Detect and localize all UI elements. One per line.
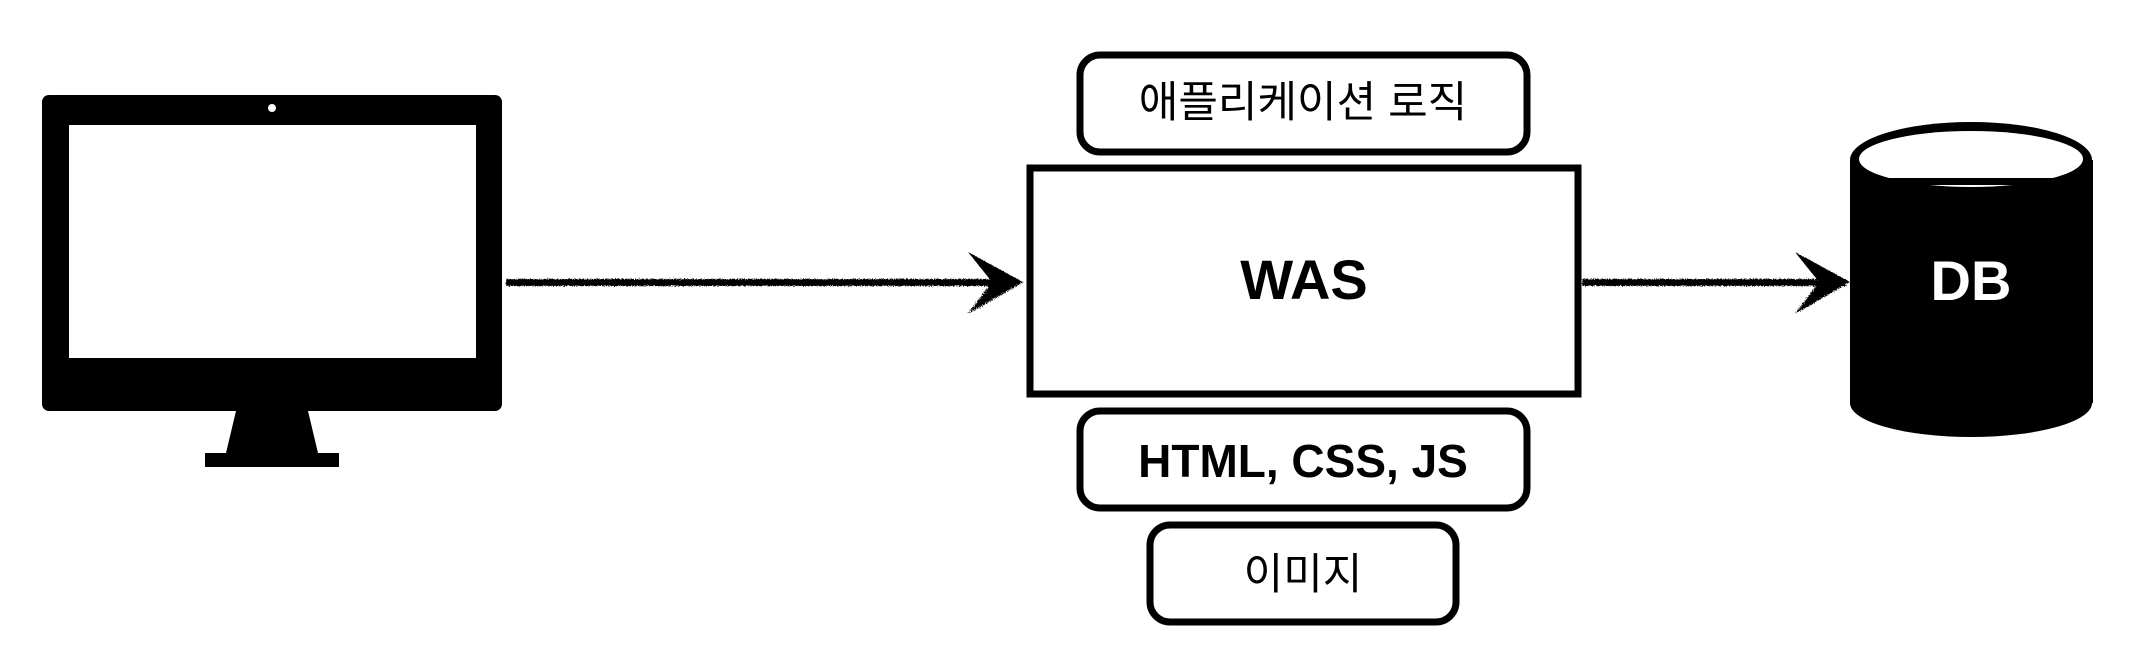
image-resources-label: 이미지 xyxy=(1244,551,1363,599)
db-top-inner xyxy=(1859,131,2083,187)
static-resources-border xyxy=(1076,407,1531,512)
was-label: WAS xyxy=(1240,248,1368,311)
database-cylinder-icon: DB xyxy=(1850,122,2093,437)
monitor-stand xyxy=(226,411,318,453)
db-label: DB xyxy=(1931,249,2012,312)
was-server-border xyxy=(1026,164,1582,398)
image-resources-border xyxy=(1146,521,1460,626)
application-logic-label: 애플리케이션 로직 xyxy=(1139,79,1467,127)
application-logic-box: 애플리케이션 로직 xyxy=(1076,51,1531,156)
static-resources-box: HTML, CSS, JS xyxy=(1076,407,1531,512)
arrow-head xyxy=(1795,252,1850,314)
client-to-was-arrow xyxy=(506,252,1023,314)
desktop-monitor-icon xyxy=(42,95,502,467)
db-rim-gap xyxy=(1850,178,2093,185)
was-server-box: WAS xyxy=(1026,164,1582,398)
monitor-base xyxy=(205,453,339,467)
application-logic-border xyxy=(1076,51,1531,156)
db-body xyxy=(1850,160,2093,403)
was-to-db-arrow xyxy=(1582,252,1850,314)
image-resources-box: 이미지 xyxy=(1146,521,1460,626)
arrow-shaft xyxy=(1582,279,1846,286)
static-resources-label: HTML, CSS, JS xyxy=(1138,435,1468,487)
arrow-shaft xyxy=(506,279,1016,286)
db-bottom xyxy=(1850,369,2092,437)
monitor-screen xyxy=(69,125,476,358)
arrow-head xyxy=(968,252,1023,314)
monitor-camera xyxy=(268,104,276,112)
